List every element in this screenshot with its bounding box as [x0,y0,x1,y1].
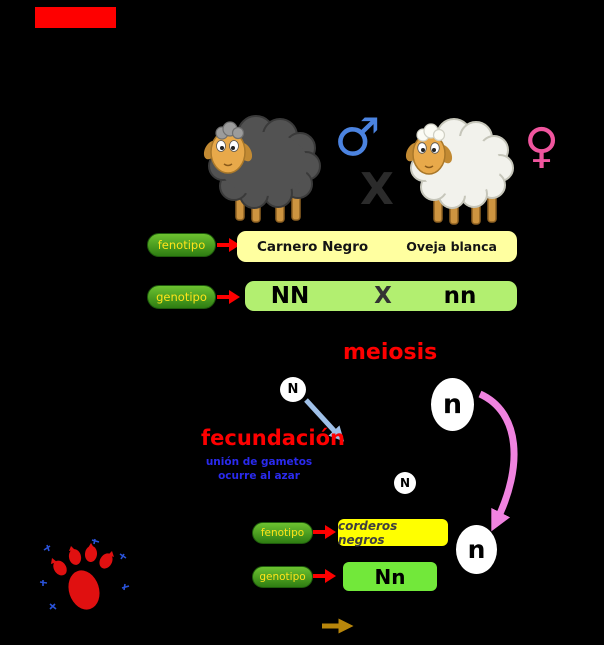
male-symbol: ♂ [334,108,381,168]
fecundacion-note-line2: ocurre al azar [218,470,300,482]
genotype-arrow-icon [217,289,241,305]
gamete-n-bottom: n [456,525,497,574]
offspring-phenotype-box: corderos negros [338,519,448,547]
paw-icon [51,543,114,610]
fecundacion-label: fecundación [201,426,345,450]
phenotype-left-value: Carnero Negro [257,238,369,255]
offspring-genotype-box: Nn [343,562,437,591]
offspring-phenotype-pill: fenotipo [252,522,313,544]
phenotype-pill: fenotipo [147,233,216,257]
offspring-genotype-arrow-icon [313,568,337,584]
phenotype-right-value: Oveja blanca [406,239,497,254]
fecundacion-note-line1: unión de gametos [205,456,313,468]
black-sheep-illustration [203,115,321,223]
black-sheep-head [203,121,253,174]
parents-cross-symbol: X [360,164,394,215]
gamete-n-top: n [431,378,474,431]
gamete-N-middle: N [394,472,416,494]
offspring-phenotype-arrow-icon [313,524,337,540]
phenotype-arrow-icon [217,237,241,253]
title-red-box [35,7,116,28]
genotype-bar: NN X nn [245,281,517,311]
paw-logo [39,538,130,610]
genotype-left-value: NN [270,283,310,309]
genotype-right-value: nn [443,283,477,309]
gamete-N-top: N [280,377,306,402]
genotype-cross-symbol: X [374,283,392,309]
white-sheep-head [405,123,453,175]
female-symbol: ♀ [524,118,560,174]
pink-arrow-icon [478,390,518,532]
genotype-pill: genotipo [147,285,216,309]
meiosis-label: meiosis [343,340,438,365]
white-sheep-illustration [405,118,514,225]
phenotype-bar: Carnero Negro Oveja blanca [237,231,517,262]
fecundacion-note: unión de gametos ocurre al azar [193,455,325,483]
offspring-genotype-pill: genotipo [252,566,313,588]
paw-logo-marks [39,538,130,610]
